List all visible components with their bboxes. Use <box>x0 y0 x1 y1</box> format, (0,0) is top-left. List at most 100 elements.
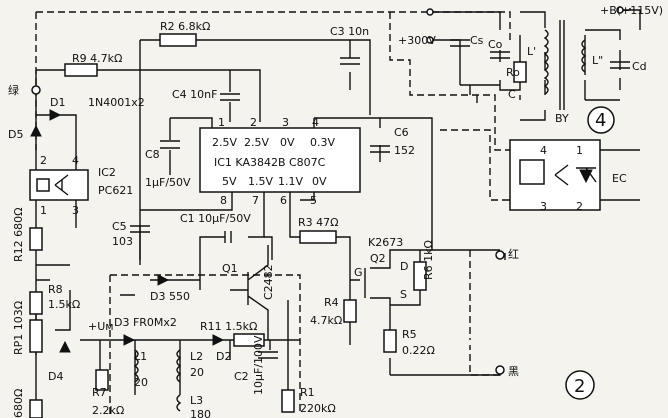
resistors <box>29 33 527 418</box>
ic1-name: IC1 KA3842B C807C <box>214 156 326 169</box>
c2-label: C2 <box>234 370 249 383</box>
r4-label: R4 <box>324 296 339 309</box>
ic1-v8: 0V <box>312 175 327 188</box>
circle-4-marker <box>587 106 615 134</box>
rp1-label: RP1 103Ω <box>12 301 25 355</box>
capacitors <box>130 39 630 359</box>
ic2-pin1: 1 <box>40 204 47 217</box>
l2-label: L2 <box>190 350 203 363</box>
c8-value: 1μF/50V <box>145 176 191 189</box>
r4-value: 4.7kΩ <box>310 314 342 327</box>
c4-label: C4 10nF <box>172 88 217 101</box>
ic1-v4: 0.3V <box>310 136 335 149</box>
diodes <box>30 109 593 353</box>
c8-label: C8 <box>145 148 160 161</box>
dashed-wires <box>35 11 511 415</box>
ec-pin3: 3 <box>540 200 547 213</box>
red-terminal-label: 红 <box>508 248 519 261</box>
q1-part: C2482 <box>262 264 275 300</box>
ic2-pin4: 4 <box>72 154 79 167</box>
q2-part: K2673 <box>368 236 403 249</box>
r9-label: R9 4.7kΩ <box>72 52 122 65</box>
ec-pin2: 2 <box>576 200 583 213</box>
r1-label: R1 <box>300 386 315 399</box>
cd-label: Cd <box>632 60 647 73</box>
ic1-pin7: 7 <box>252 194 259 207</box>
d1-label: D1 <box>50 96 65 109</box>
co-label: Co <box>488 38 503 51</box>
l3-label: L3 <box>190 394 203 407</box>
r8-label: R8 <box>48 283 63 296</box>
ic1-pin5: 5 <box>310 194 317 207</box>
ic1-v3: 0V <box>280 136 295 149</box>
ic1-v2: 2.5V <box>244 136 269 149</box>
ro-label: Ro <box>506 66 520 79</box>
terminals <box>31 6 624 400</box>
ic1-v7: 1.1V <box>278 175 303 188</box>
q2-label: Q2 <box>370 252 386 265</box>
labels: R2 6.8kΩ C3 10n R9 4.7kΩ 绿 D1 1N4001x2 C… <box>8 4 663 418</box>
q2-drain: D <box>400 260 408 273</box>
l2-value: 20 <box>190 366 204 379</box>
q2-gate: G <box>354 266 363 279</box>
d1-part-label: 1N4001x2 <box>88 96 145 109</box>
ic2-pin3: 3 <box>72 204 79 217</box>
l-prime-label: L' <box>527 45 536 58</box>
r1-value: 220kΩ <box>300 402 336 415</box>
c5-label: C5 <box>112 220 127 233</box>
r2-label: R2 6.8kΩ <box>160 20 210 33</box>
d3-550-label: D3 550 <box>150 290 190 303</box>
q2-source: S <box>400 288 407 301</box>
r-680-label: 680Ω <box>12 389 25 418</box>
r8-value: 1.5kΩ <box>48 298 80 311</box>
circle-2-marker <box>565 370 595 400</box>
by-label: BY <box>555 112 569 125</box>
c6-label: C6 <box>394 126 409 139</box>
ec-pin1: 1 <box>576 144 583 157</box>
r3-label: R3 47Ω <box>298 216 339 229</box>
r12-label: R12 680Ω <box>12 207 25 262</box>
ic2-pin2: 2 <box>40 154 47 167</box>
l-dprime-label: L" <box>592 54 603 67</box>
ic1-pin2: 2 <box>250 116 257 129</box>
l1-label: L1 <box>134 350 147 363</box>
r7-value: 2.2kΩ <box>92 404 124 417</box>
d2-label: D2 <box>216 350 231 363</box>
l3-value: 180 <box>190 408 211 418</box>
ic1-v6: 1.5V <box>248 175 273 188</box>
r11-label: R11 1.5kΩ <box>200 320 257 333</box>
um-label: +Uм <box>88 320 114 333</box>
ic1-v5: 5V <box>222 175 237 188</box>
ic2-optocoupler <box>29 169 89 201</box>
ic1-box <box>199 127 361 193</box>
c-node-label: C <box>508 88 516 101</box>
d4-label: D4 <box>48 370 63 383</box>
l1-value: 20 <box>134 376 148 389</box>
r6-label: R6 1kΩ <box>422 240 435 280</box>
ic1-pin3: 3 <box>282 116 289 129</box>
d3-label: D3 FR0Mx2 <box>114 316 177 329</box>
circle-2-label: 2 <box>574 376 585 397</box>
c1-label: C1 10μF/50V <box>180 212 251 225</box>
green-terminal-label: 绿 <box>8 83 19 97</box>
cs-label: Cs <box>470 34 484 47</box>
ic1-pin1: 1 <box>218 116 225 129</box>
ic1-v1: 2.5V <box>212 136 237 149</box>
ec-label: EC <box>612 172 627 185</box>
ic2-label: IC2 <box>98 166 116 179</box>
d5-label: D5 <box>8 128 23 141</box>
r7-label: R7 <box>92 386 107 399</box>
c5-value: 103 <box>112 235 133 248</box>
r5-label: R5 <box>402 328 417 341</box>
ic1-pin8: 8 <box>220 194 227 207</box>
circle-4-label: 4 <box>595 110 606 131</box>
c6-value: 152 <box>394 144 415 157</box>
inductors <box>133 20 587 412</box>
q1-label: Q1 <box>222 262 238 275</box>
ic1-pin6: 6 <box>280 194 287 207</box>
c2-value: 10μF/100V <box>252 335 265 395</box>
ic1-pin4: 4 <box>312 116 319 129</box>
ic2-part: PC621 <box>98 184 133 197</box>
r5-value: 0.22Ω <box>402 344 435 357</box>
